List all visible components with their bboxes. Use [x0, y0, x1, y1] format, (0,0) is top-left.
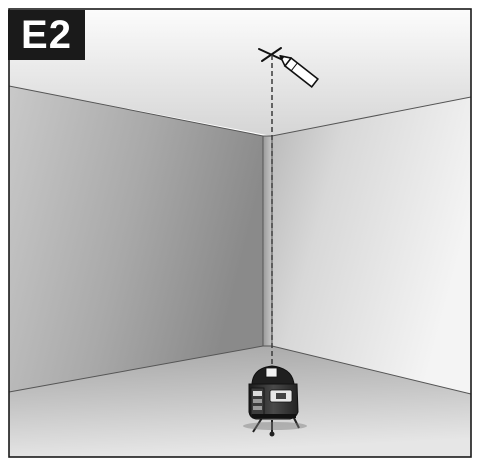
right-wall — [272, 97, 471, 394]
wall-corner — [263, 136, 272, 346]
left-wall — [9, 86, 263, 392]
figure-frame — [8, 8, 472, 458]
floor — [9, 346, 471, 457]
pencil-icon — [279, 55, 319, 88]
ceiling-cross-mark-icon — [258, 47, 284, 62]
figure-label: E2 — [8, 10, 85, 60]
laser-level-device-icon — [243, 365, 307, 437]
ceiling — [9, 9, 471, 136]
